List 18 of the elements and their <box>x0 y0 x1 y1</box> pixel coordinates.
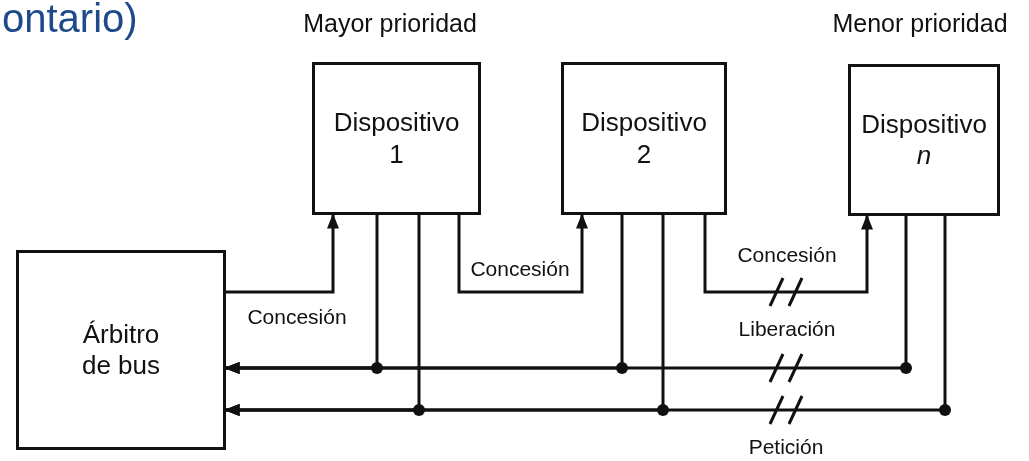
arbiter-box <box>16 250 226 450</box>
arrow <box>226 213 339 294</box>
node-label: Dispositivo 2 <box>580 107 708 170</box>
arrow <box>457 213 588 294</box>
device-box <box>561 62 727 215</box>
node-label: Dispositivo 1 <box>332 107 461 170</box>
device-box <box>848 64 1000 216</box>
arrow <box>703 214 873 294</box>
signal-label: Petición <box>748 435 824 459</box>
signal-label: Liberación <box>738 317 836 341</box>
title: ontario) <box>2 0 138 40</box>
priority-label: Mayor prioridad <box>303 9 477 38</box>
node-label: Árbitro de bus <box>80 318 162 382</box>
node-label: Dispositivo n <box>860 108 988 172</box>
device-box <box>312 62 481 215</box>
priority-label: Menor prioridad <box>832 9 1008 38</box>
arrow <box>224 216 947 416</box>
arrow <box>224 216 908 374</box>
